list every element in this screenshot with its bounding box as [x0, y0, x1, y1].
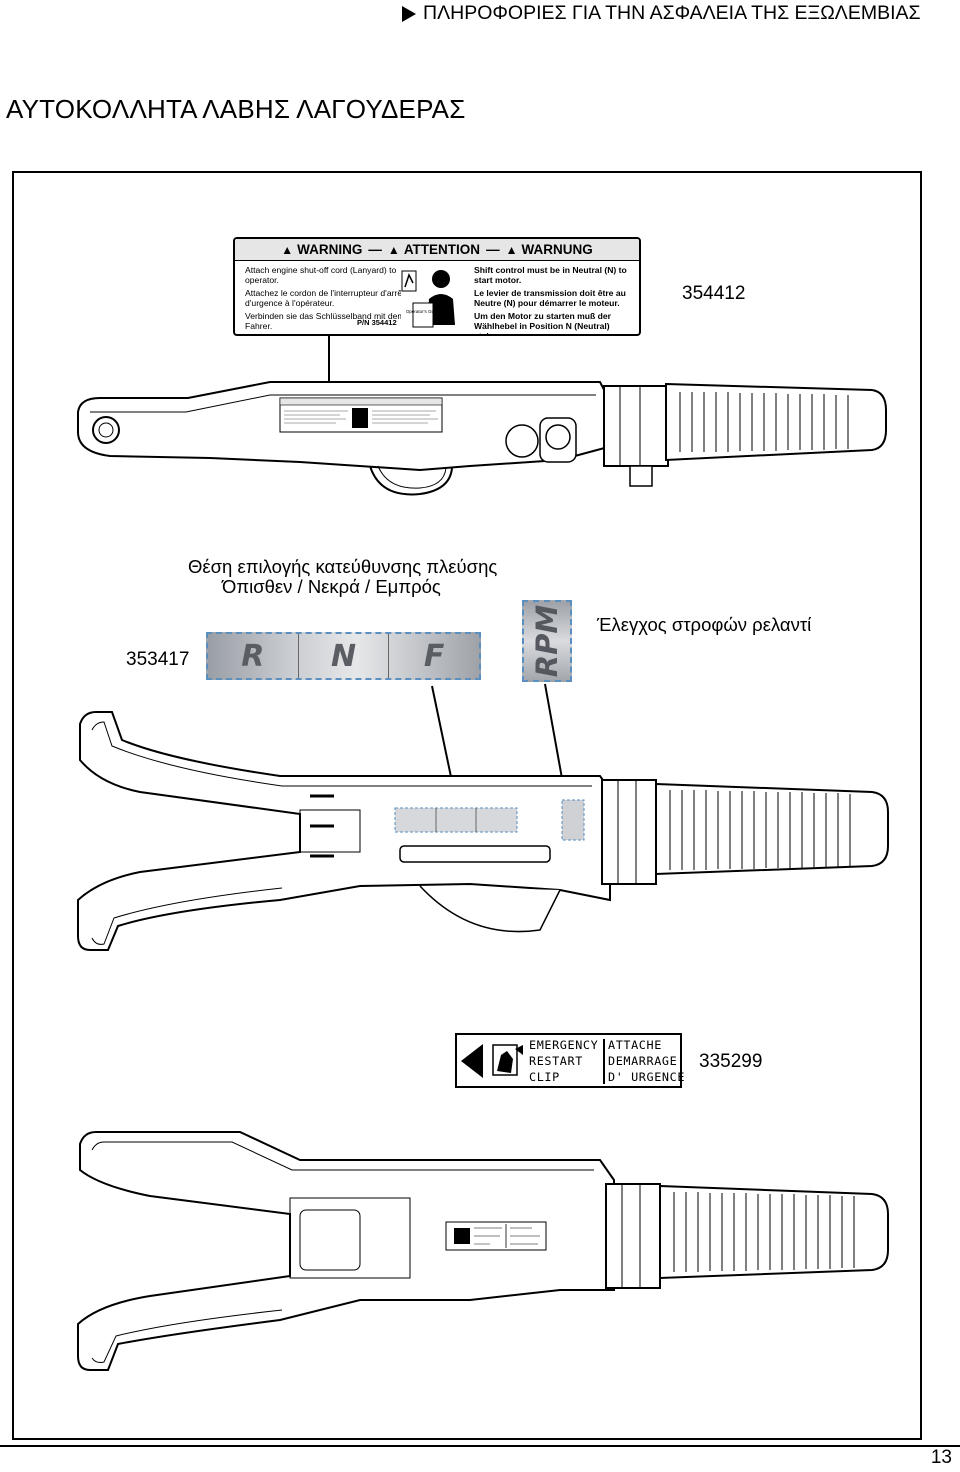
emergency-sticker-code: 335299 — [699, 1051, 763, 1072]
shift-position-forward: F — [423, 638, 445, 674]
part-number: P/N 354412 — [357, 318, 397, 327]
arrow-left-icon — [461, 1044, 483, 1078]
warning-sticker: ▲ WARNING — ▲ ATTENTION — ▲ WARNUNG Atta… — [233, 237, 641, 336]
emergency-divider — [603, 1039, 605, 1084]
warning-header-bar: ▲ WARNING — ▲ ATTENTION — ▲ WARNUNG — [235, 239, 639, 261]
attache-line: ATTACHE — [608, 1038, 662, 1052]
rpm-caption: Έλεγχος στροφών ρελαντί — [597, 614, 812, 635]
warning-label-de: WARNUNG — [521, 242, 593, 257]
warning-triangle-icon: ▲ — [281, 242, 294, 257]
neutral-instructions: Shift control must be in Neutral (N) to … — [474, 265, 639, 334]
figure-frame — [12, 171, 922, 1440]
warning-triangle-icon: ▲ — [505, 242, 518, 257]
lanyard-text-fr: Attachez le cordon de l'interrupteur d'a… — [245, 287, 405, 309]
neutral-text-fr: Le levier de transmission doit être au N… — [474, 287, 626, 309]
warning-sticker-code: 354412 — [682, 283, 746, 304]
warning-label-en: WARNING — [297, 242, 363, 257]
header-arrow-icon — [402, 6, 416, 22]
page-number: 13 — [930, 1447, 952, 1468]
restart-line: RESTART — [529, 1054, 583, 1068]
shift-caption-line2: Όπισθεν / Νεκρά / Εμπρός — [222, 576, 441, 597]
lanyard-text-de: Verbinden sie das Schlüsselband mit dem … — [245, 310, 405, 332]
clip-line: CLIP — [529, 1070, 560, 1084]
emergency-clip-sticker: EMERGENCY RESTART CLIP ATTACHE DEMARRAGE… — [455, 1033, 685, 1088]
shift-sticker-code: 353417 — [126, 649, 190, 670]
shift-position-sticker: R N F — [206, 632, 481, 680]
footer-rule — [0, 1445, 960, 1447]
demarrage-line: DEMARRAGE — [608, 1054, 678, 1068]
operator-reading-manual-icon: Operator's Guide — [401, 265, 459, 331]
page-title: ΑΥΤΟΚΟΛΛΗΤΑ ΛΑΒΗΣ ΛΑΓΟΥΔΕΡΑΣ — [6, 94, 466, 124]
manual-label: Operator's Guide — [406, 309, 441, 314]
warning-triangle-icon: ▲ — [387, 242, 400, 257]
lanyard-clip-icon — [492, 1044, 523, 1076]
lanyard-instructions: Attach engine shut-off cord (Lanyard) to… — [245, 265, 405, 333]
emergency-text-fr: ATTACHE DEMARRAGE D' URGENCE — [608, 1037, 685, 1085]
warning-label-fr: ATTENTION — [403, 242, 481, 257]
emergency-text-en: EMERGENCY RESTART CLIP — [529, 1037, 598, 1085]
urgence-line: D' URGENCE — [608, 1070, 686, 1084]
rpm-sticker: RPM — [522, 600, 572, 682]
neutral-text-de: Um den Motor zu starten muß der Wählhebe… — [474, 310, 612, 334]
shift-position-reverse: R — [208, 634, 299, 678]
shift-position-neutral: N — [299, 634, 390, 678]
neutral-text-en: Shift control must be in Neutral (N) to … — [474, 265, 627, 286]
emergency-line: EMERGENCY — [529, 1038, 599, 1052]
lanyard-text-en: Attach engine shut-off cord (Lanyard) to… — [245, 265, 397, 286]
shift-caption-line1: Θέση επιλογής κατεύθυνσης πλεύσης — [188, 556, 498, 577]
section-header: ΠΛΗΡΟΦΟΡΙΕΣ ΓΙΑ ΤΗΝ ΑΣΦΑΛΕΙΑ ΤΗΣ ΕΞΩΛΕΜΒ… — [423, 2, 921, 24]
